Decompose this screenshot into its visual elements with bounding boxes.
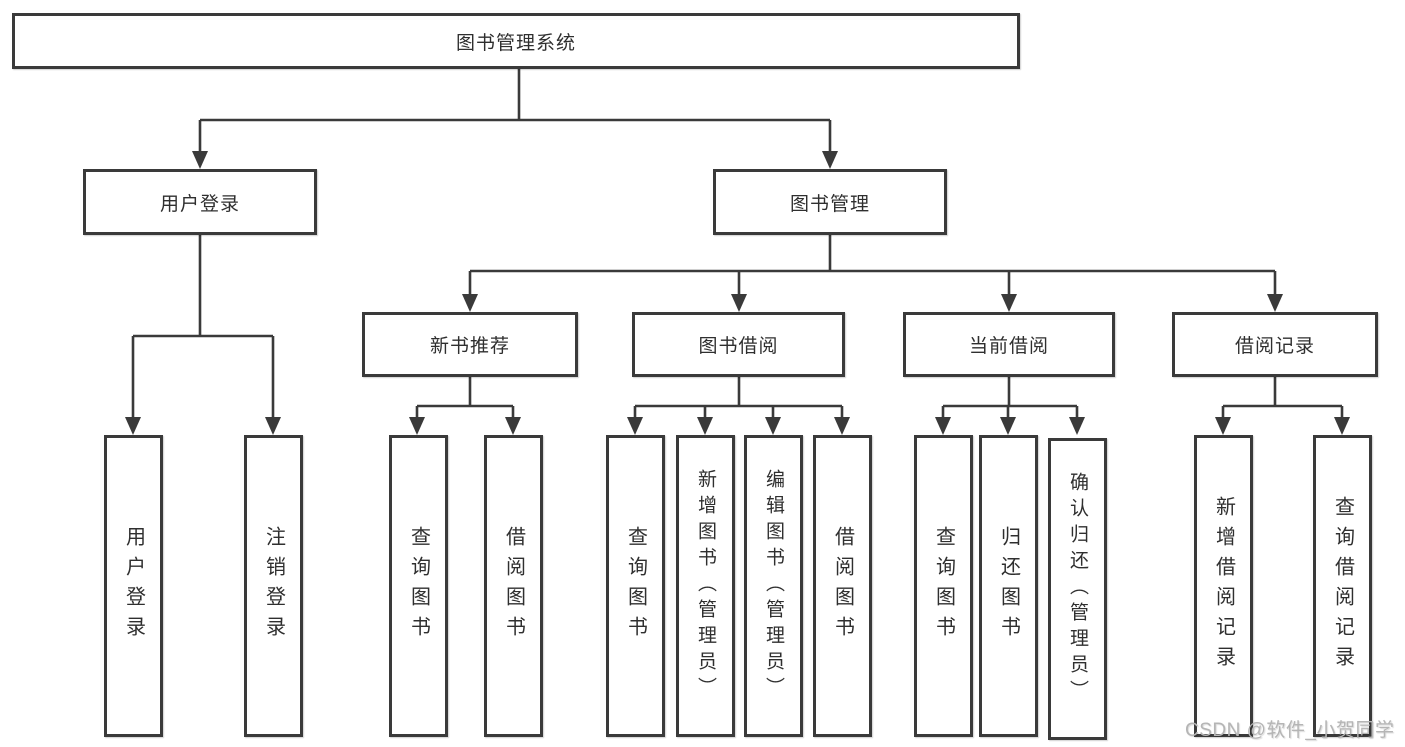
leaf-edit-book-admin-label: 编辑图书（管理员） <box>763 469 784 703</box>
node-borrow-records: 借阅记录 <box>1172 312 1378 377</box>
watermark: CSDN @软件_小贺同学 <box>1185 720 1395 741</box>
leaf-borrow-books-label: 借阅图书 <box>831 526 854 646</box>
leaf-logout: 注销登录 <box>244 435 303 737</box>
node-current-borrow: 当前借阅 <box>903 312 1115 377</box>
leaf-borrow-books-recommend: 借阅图书 <box>484 435 543 737</box>
leaf-add-borrow-record: 新增借阅记录 <box>1194 435 1253 737</box>
node-book-management-label: 图书管理 <box>789 193 870 215</box>
leaf-borrow-books: 借阅图书 <box>813 435 872 737</box>
leaf-user-login-label: 用户登录 <box>122 526 145 646</box>
leaf-add-book-admin-label: 新增图书（管理员） <box>695 469 716 703</box>
node-book-borrow: 图书借阅 <box>632 312 845 377</box>
leaf-query-books-borrow: 查询图书 <box>606 435 665 737</box>
node-new-book-recommend-label: 新书推荐 <box>429 336 510 357</box>
node-book-borrow-label: 图书借阅 <box>698 336 779 357</box>
leaf-borrow-books-recommend-label: 借阅图书 <box>502 526 525 646</box>
leaf-query-books-current-label: 查询图书 <box>932 526 955 646</box>
connector-borrow-records-to-children <box>1221 377 1344 419</box>
node-borrow-records-label: 借阅记录 <box>1234 336 1315 357</box>
leaf-query-books-recommend-label: 查询图书 <box>407 526 430 646</box>
leaf-return-book: 归还图书 <box>979 435 1038 737</box>
leaf-query-books-current: 查询图书 <box>914 435 973 737</box>
leaf-query-borrow-record: 查询借阅记录 <box>1313 435 1372 737</box>
connector-current-borrow-to-children <box>941 377 1079 419</box>
leaf-confirm-return-admin: 确认归还（管理员） <box>1048 438 1107 740</box>
node-new-book-recommend: 新书推荐 <box>362 312 578 377</box>
leaf-add-borrow-record-label: 新增借阅记录 <box>1212 496 1235 676</box>
node-book-management: 图书管理 <box>713 169 947 235</box>
connector-book-borrow-to-children <box>633 377 844 419</box>
leaf-edit-book-admin: 编辑图书（管理员） <box>744 435 803 737</box>
leaf-query-books-borrow-label: 查询图书 <box>624 526 647 646</box>
leaf-add-book-admin: 新增图书（管理员） <box>676 435 735 737</box>
leaf-query-borrow-record-label: 查询借阅记录 <box>1331 496 1354 676</box>
node-root-label: 图书管理系统 <box>455 32 576 54</box>
node-user-login: 用户登录 <box>83 169 317 235</box>
connector-user-login-to-children <box>131 235 275 419</box>
leaf-user-login: 用户登录 <box>104 435 163 737</box>
leaf-logout-label: 注销登录 <box>262 526 285 646</box>
node-current-borrow-label: 当前借阅 <box>968 336 1049 357</box>
node-user-login-label: 用户登录 <box>159 193 240 215</box>
leaf-query-books-recommend: 查询图书 <box>389 435 448 737</box>
connector-new-book-to-children <box>415 377 515 419</box>
leaf-confirm-return-admin-label: 确认归还（管理员） <box>1067 472 1088 706</box>
leaf-return-book-label: 归还图书 <box>997 526 1020 646</box>
connector-root-to-level2 <box>198 69 832 153</box>
node-root: 图书管理系统 <box>12 13 1020 69</box>
connector-book-management-to-children <box>468 235 1277 296</box>
